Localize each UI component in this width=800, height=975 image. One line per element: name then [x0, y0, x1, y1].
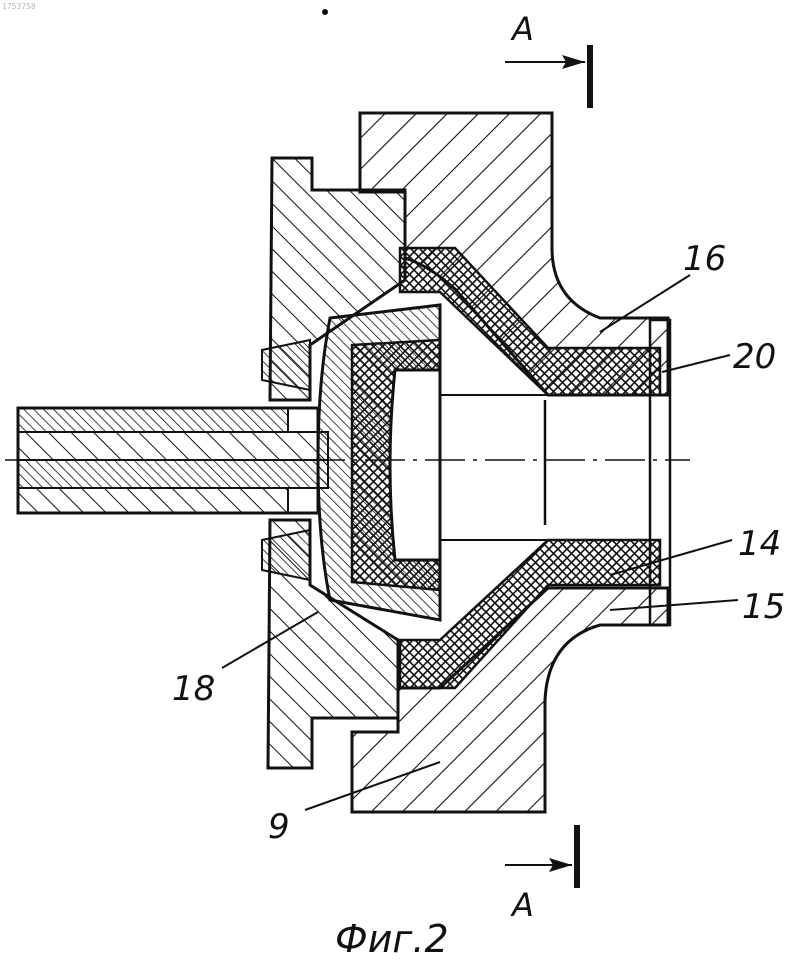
- bolt-slot-upper: [262, 340, 310, 390]
- figure-caption: Фиг.2: [335, 917, 449, 961]
- callout-14: 14: [738, 524, 781, 564]
- bolt-slot-lower: [262, 530, 310, 580]
- section-label-top: A: [510, 10, 534, 48]
- callout-16: 16: [683, 239, 726, 279]
- section-marker-bottom: A: [505, 825, 577, 924]
- callout-9: 9: [268, 807, 290, 847]
- callout-20: 20: [733, 337, 776, 377]
- section-marker-top: A: [505, 10, 590, 108]
- inner-hub-cup: [318, 305, 440, 620]
- corner-mark: 1753758: [2, 2, 36, 11]
- callout-15: 15: [742, 587, 785, 627]
- leader-20: [662, 355, 730, 372]
- callout-18: 18: [172, 669, 215, 709]
- section-label-bottom: A: [510, 886, 534, 924]
- ink-dot: [322, 9, 328, 15]
